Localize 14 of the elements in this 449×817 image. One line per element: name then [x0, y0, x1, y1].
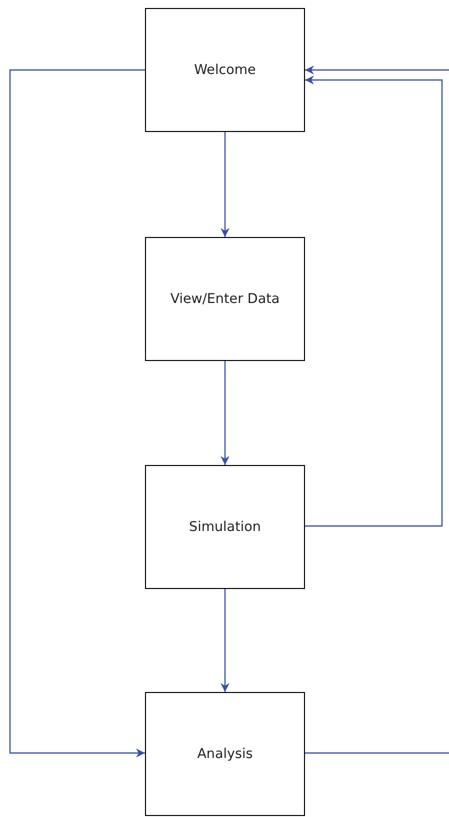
node-label: Welcome	[194, 62, 256, 78]
connector-arrow	[220, 361, 230, 465]
process-box	[145, 8, 305, 132]
connector-arrow	[220, 132, 230, 237]
process-box	[145, 237, 305, 361]
connector-arrow	[305, 66, 449, 74]
connector-arrow	[305, 76, 443, 527]
node-label: Simulation	[189, 519, 261, 535]
node-label: Analysis	[197, 746, 253, 762]
connector-arrow	[9, 69, 145, 758]
process-box	[145, 465, 305, 589]
node-label: View/Enter Data	[170, 291, 280, 307]
process-box	[145, 692, 305, 816]
connector-arrow	[220, 589, 230, 692]
